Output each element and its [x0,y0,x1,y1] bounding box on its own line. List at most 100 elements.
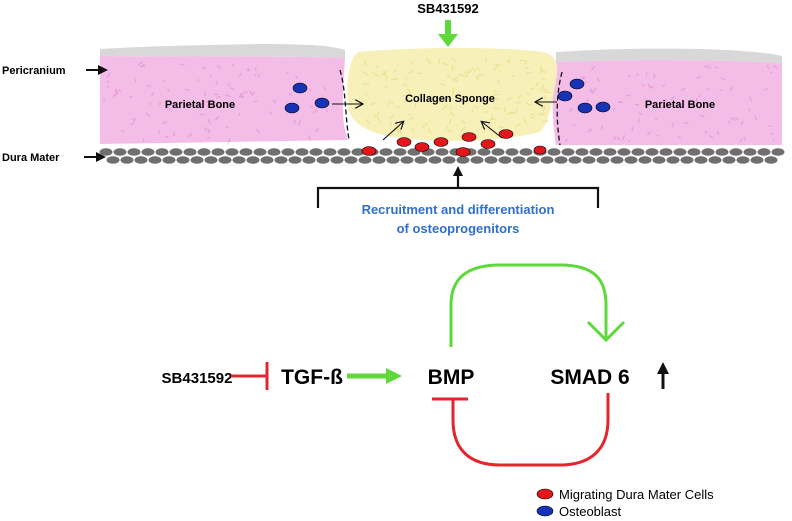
osteoblast-cell [284,102,300,114]
texture-fleck [106,73,111,78]
texture-fleck [582,76,587,79]
texture-fleck [410,60,415,65]
dura-mater-cell [414,156,428,164]
dura-mater-cell [337,148,351,156]
migrating-cell [396,137,412,147]
dura-mater-cell [344,156,358,164]
texture-fleck [445,126,449,130]
texture-fleck [216,105,220,108]
texture-fleck [452,76,458,80]
legend-migrating-swatch [536,488,554,500]
texture-fleck [507,97,512,101]
dura-mater-cell [708,156,722,164]
texture-fleck [452,87,455,95]
dura-mater-cell [190,156,204,164]
dura-mater-cell [127,148,141,156]
left-defect-edge [339,69,350,141]
texture-fleck [670,96,675,100]
texture-fleck [772,139,775,142]
texture-fleck [638,112,643,115]
texture-fleck [475,74,480,80]
texture-fleck [716,130,720,136]
texture-fleck [484,110,489,113]
texture-fleck [671,122,674,128]
texture-fleck [249,90,253,96]
migrating-cell [498,129,514,139]
texture-fleck [461,119,466,125]
texture-fleck [587,128,592,133]
osteoblast-cell [577,102,593,114]
texture-fleck [590,88,593,95]
dura-mater-cell [253,148,267,156]
dura-mater-cell [211,148,225,156]
texture-fleck [447,129,452,132]
texture-fleck [244,91,248,94]
texture-fleck [664,98,667,102]
texture-fleck [696,76,701,79]
dura-mater-cell [106,156,120,164]
texture-fleck [704,130,708,134]
texture-fleck [714,66,719,69]
legend: Migrating Dura Mater Cells Osteoblast [536,487,714,519]
top-green-arrow [438,20,458,47]
dura-mater-cell [197,148,211,156]
texture-fleck [151,92,155,97]
texture-fleck [493,65,499,71]
dura-mater-cell [358,156,372,164]
texture-fleck [700,114,705,118]
texture-fleck [680,104,685,108]
texture-fleck [449,111,455,117]
pericranium-label: Pericranium [2,65,66,77]
texture-fleck [407,88,412,94]
dura-mater-cell [568,156,582,164]
dura-mater-cell [246,156,260,164]
texture-fleck [315,128,319,133]
dura-mater-cell [183,148,197,156]
dura-mater-cell [757,148,771,156]
texture-fleck [389,114,395,119]
texture-fleck [375,65,379,68]
osteoblast-cell [292,82,308,94]
dura-mater-cell [302,156,316,164]
texture-fleck [437,58,441,65]
sponge-fibers [358,57,551,134]
texture-fleck [492,97,499,100]
dura-mater-cell [631,148,645,156]
texture-fleck [656,134,660,137]
texture-fleck [205,100,211,104]
texture-fleck [215,116,220,121]
texture-fleck [529,116,535,119]
texture-fleck [121,130,125,132]
texture-fleck [370,102,375,106]
texture-fleck [729,86,734,92]
dura-mater-cell [519,148,533,156]
dura-mater-cell [764,156,778,164]
texture-fleck [727,120,731,124]
texture-fleck [492,93,500,96]
texture-fleck [613,136,617,140]
dura-mater-cell [281,148,295,156]
dura-mater-cell [561,148,575,156]
dura-mater-cell [638,156,652,164]
texture-fleck [388,100,390,106]
legend-osteoblast-label: Osteoblast [559,504,622,519]
texture-fleck [405,75,408,80]
dura-mater-cell [659,148,673,156]
texture-fleck [616,136,621,141]
dura-mater-cell [141,148,155,156]
texture-fleck [239,72,243,77]
dura-mater-cell [155,148,169,156]
texture-fleck [446,74,451,79]
texture-fleck [637,118,640,124]
texture-fleck [269,111,272,115]
inhibition-bar-sb-to-tgf [231,362,269,390]
texture-fleck [377,116,381,123]
texture-fleck [272,99,277,104]
texture-fleck [362,82,365,86]
dura-mater-cell [722,156,736,164]
texture-fleck [286,72,289,75]
texture-fleck [636,73,639,77]
texture-fleck [452,79,459,82]
dura-mater-cell [736,156,750,164]
